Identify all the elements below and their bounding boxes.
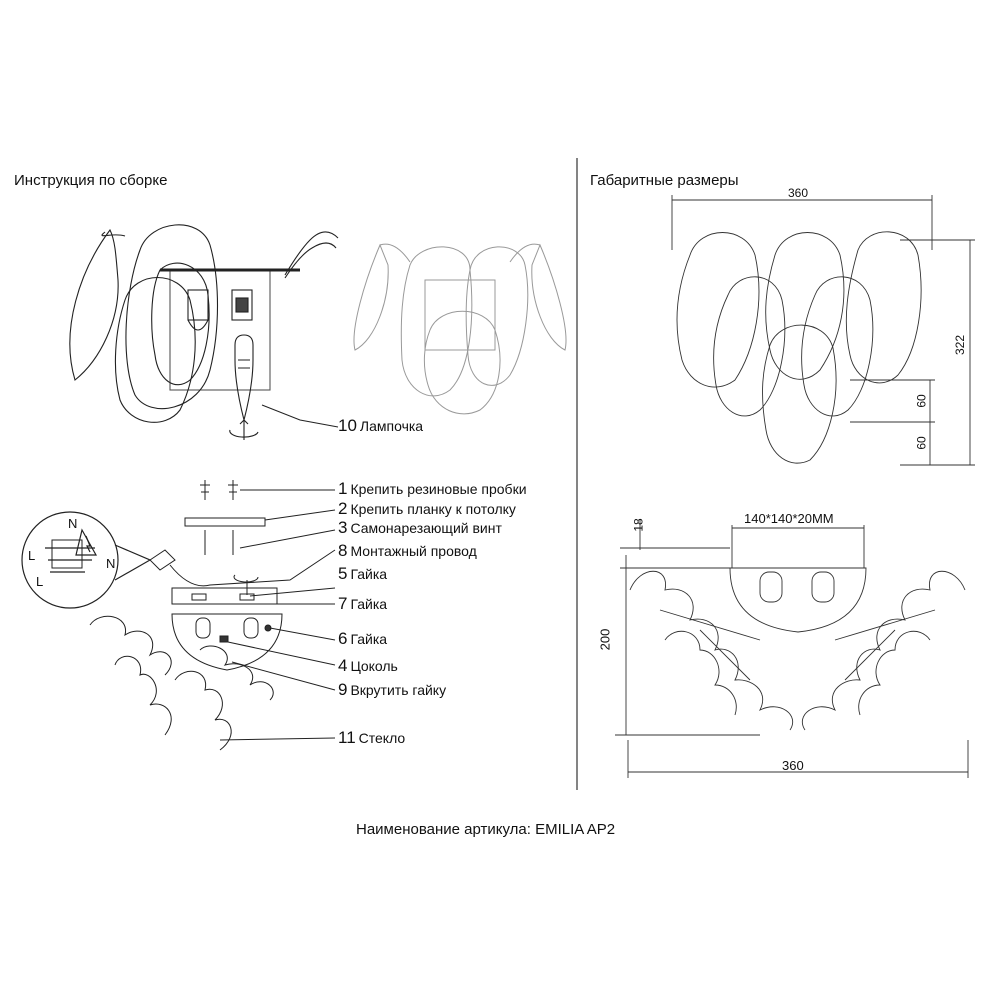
wiring-label-n2: N — [106, 556, 116, 571]
plate-depth-dim: 18 — [631, 518, 646, 532]
front-step-dim-1: 60 — [914, 394, 929, 408]
callout-number: 1 — [338, 479, 348, 498]
callout-label: Вкрутить гайку — [350, 682, 447, 698]
dimensions-title: Габаритные размеры — [590, 172, 739, 189]
lamp-exploded-view — [69, 224, 339, 440]
front-height-dim: 322 — [953, 334, 968, 356]
front-view-drawing — [671, 195, 975, 466]
callout-number: 3 — [338, 518, 348, 537]
callout-number: 8 — [338, 541, 348, 560]
lamp-assembled-view — [353, 243, 567, 415]
callout-label: Гайка — [350, 566, 388, 582]
callout-label: Самонарезающий винт — [350, 520, 502, 536]
callout-number: 9 — [338, 680, 348, 699]
callout-number: 5 — [338, 564, 348, 583]
article-name: Наименование артикула: EMILIA AP2 — [356, 821, 616, 838]
wiring-label-n: N — [68, 516, 78, 531]
callout-label: Крепить планку к потолку — [350, 501, 516, 517]
callout-number: 2 — [338, 499, 348, 518]
front-width-dim: 360 — [788, 186, 809, 200]
callout-label: Крепить резиновые пробки — [350, 481, 527, 497]
mounting-steps-drawing — [89, 480, 336, 751]
wiring-label-l2: L — [36, 574, 44, 589]
top-view-drawing — [615, 520, 969, 778]
callout-label: Цоколь — [350, 658, 398, 674]
callout-number: 4 — [338, 656, 348, 675]
top-width-dim: 360 — [782, 758, 804, 773]
callout-number: 7 — [338, 594, 348, 613]
callout-label: Стекло — [358, 730, 406, 746]
top-depth-dim: 200 — [597, 628, 613, 651]
callout-label: Гайка — [350, 631, 388, 647]
front-step-dim-2: 60 — [914, 436, 929, 450]
callout-label: Гайка — [350, 596, 388, 612]
callout-label: Лампочка — [359, 418, 424, 434]
assembly-title: Инструкция по сборке — [14, 172, 168, 189]
callout-number: 6 — [338, 629, 348, 648]
callout-number: 10 — [338, 416, 357, 435]
wiring-detail — [21, 511, 152, 609]
callout-label: Монтажный провод — [350, 543, 477, 559]
plate-size-dim: 140*140*20MM — [744, 511, 834, 526]
callout-number: 11 — [338, 728, 356, 747]
wiring-label-l: L — [28, 548, 36, 563]
